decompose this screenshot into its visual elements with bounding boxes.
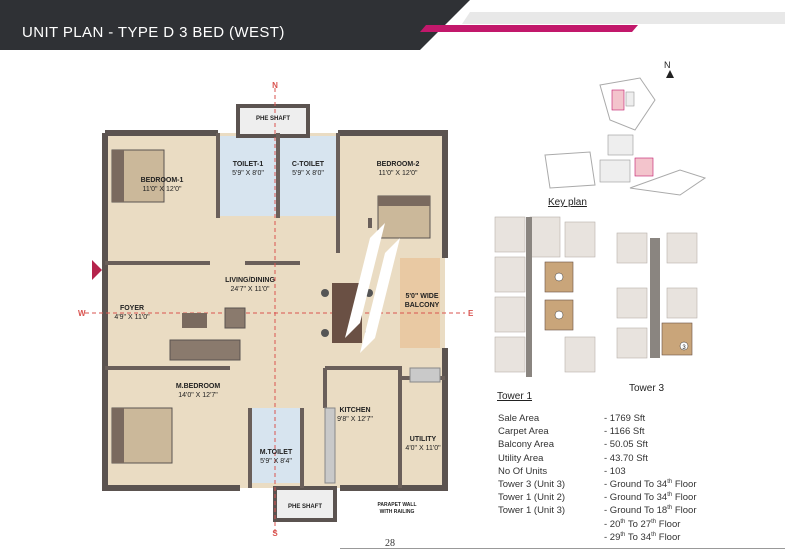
header-accent-magenta bbox=[420, 25, 638, 32]
spec-value: - Ground To 34th Floor bbox=[604, 491, 697, 504]
room-labels: N S W E PHE SHAFT TOILET-1 5'9" X 8'0" C… bbox=[78, 81, 474, 538]
parapet-label-2: WITH RAILING bbox=[380, 509, 415, 515]
living-name: LIVING/DINING bbox=[225, 277, 275, 284]
foyer-name: FOYER bbox=[120, 305, 144, 312]
kitchen-size: 9'8" X 12'7" bbox=[337, 416, 373, 423]
header-band bbox=[0, 0, 470, 50]
spec-value: - Ground To 18th Floor bbox=[604, 505, 697, 517]
tower-1-diagram bbox=[490, 212, 615, 382]
spec-value: - Ground To 34th Floor bbox=[604, 478, 697, 490]
m-toilet-area bbox=[250, 408, 302, 483]
m-toilet-size: 5'9" X 8'4" bbox=[260, 458, 292, 465]
kitchen-counter bbox=[324, 407, 336, 484]
spec-value: - 1769 Sft bbox=[604, 413, 646, 424]
toilet-1-name: TOILET-1 bbox=[233, 161, 264, 168]
north-arrow-icon bbox=[666, 70, 674, 78]
key-plan-drawing bbox=[544, 70, 707, 196]
floor-plan-drawing: N S W E PHE SHAFT TOILET-1 5'9" X 8'0" C… bbox=[78, 81, 474, 538]
balcony-area bbox=[400, 258, 440, 348]
phe-shaft-bottom bbox=[273, 486, 337, 522]
balcony-name: 5'0" WIDE bbox=[406, 293, 439, 300]
bed-icon bbox=[111, 407, 173, 464]
east-label: E bbox=[468, 309, 474, 318]
footer-divider bbox=[340, 548, 785, 549]
utility-name: UTILITY bbox=[410, 436, 437, 443]
tower-3-drawing: 3 bbox=[616, 232, 698, 359]
tower-3-diagram: 3 bbox=[612, 228, 722, 378]
m-toilet-name: M.TOILET bbox=[260, 449, 293, 456]
key-plan-north-label: N bbox=[664, 60, 671, 70]
west-label: W bbox=[78, 309, 86, 318]
phe-shaft-top-label: PHE SHAFT bbox=[256, 116, 290, 122]
toilet-1-area bbox=[218, 136, 278, 216]
bedroom-2-size: 11'0" X 12'0" bbox=[378, 170, 418, 177]
key-plan-map bbox=[530, 60, 730, 210]
decorative-stripes bbox=[345, 223, 400, 353]
spec-value: - 29th To 34th Floor bbox=[604, 531, 681, 543]
living-size: 24'7" X 11'0" bbox=[230, 286, 270, 293]
page-number: 28 bbox=[385, 538, 395, 549]
foyer-size: 4'9" X 11'0" bbox=[114, 314, 150, 321]
parapet-label-1: PARAPET WALL bbox=[377, 502, 416, 508]
c-toilet-size: 5'9" X 8'0" bbox=[292, 170, 324, 177]
balcony-name-2: BALCONY bbox=[405, 302, 440, 309]
bedroom-1-name: BEDROOM-1 bbox=[141, 177, 184, 184]
header-accent-grey bbox=[462, 12, 785, 24]
c-toilet-name: C-TOILET bbox=[292, 161, 325, 168]
phe-shaft-top bbox=[236, 104, 310, 138]
bed-icon bbox=[111, 149, 165, 203]
spec-value: - 20th To 27th Floor bbox=[604, 518, 681, 530]
spec-label: Tower 1 (Unit 3) bbox=[498, 505, 566, 517]
entrance-arrow-icon bbox=[92, 260, 102, 280]
spec-value: - 43.70 Sft bbox=[604, 452, 648, 464]
phe-shaft-bottom-label: PHE SHAFT bbox=[288, 504, 322, 510]
spec-label: Sale Area bbox=[498, 413, 540, 424]
bedroom-1-size: 11'0" X 12'0" bbox=[142, 186, 182, 193]
spec-label: Utility Area bbox=[498, 452, 544, 464]
north-label: N bbox=[272, 81, 278, 90]
spec-label: Tower 1 (Unit 2) bbox=[498, 492, 566, 504]
spec-label: Tower 3 (Unit 3) bbox=[498, 478, 566, 490]
m-bedroom-size: 14'0" X 12'7" bbox=[178, 392, 218, 399]
toilet-1-size: 5'9" X 8'0" bbox=[232, 170, 264, 177]
tower-3-unit-number: 3 bbox=[682, 345, 686, 351]
spec-label: No Of Units bbox=[498, 465, 548, 477]
south-label: S bbox=[272, 529, 278, 538]
tower-3-label: Tower 3 bbox=[629, 383, 665, 394]
outer-walls bbox=[102, 130, 448, 491]
utility-sink bbox=[409, 367, 441, 383]
m-bedroom-name: M.BEDROOM bbox=[176, 383, 221, 390]
sofa-icon bbox=[169, 307, 246, 361]
page-header: UNIT PLAN - TYPE D 3 BED (WEST) bbox=[0, 0, 785, 50]
c-toilet-area bbox=[280, 136, 338, 216]
utility-size: 4'0" X 11'0" bbox=[405, 445, 441, 452]
tower-1-drawing bbox=[494, 216, 596, 377]
inner-walls bbox=[105, 133, 445, 488]
bed-icon bbox=[377, 195, 431, 239]
spec-label: Carpet Area bbox=[498, 426, 549, 438]
spec-value: - 1166 Sft bbox=[604, 426, 645, 438]
key-plan-label: Key plan bbox=[548, 197, 587, 208]
bedroom-2-name: BEDROOM-2 bbox=[377, 161, 420, 168]
spec-value: - 103 bbox=[604, 465, 626, 477]
spec-label: Balcony Area bbox=[498, 439, 554, 451]
tower-1-label: Tower 1 bbox=[497, 391, 533, 402]
spec-value: - 50.05 Sft bbox=[604, 439, 648, 451]
floor-plan: N S W E PHE SHAFT TOILET-1 5'9" X 8'0" C… bbox=[70, 78, 490, 538]
page-title: UNIT PLAN - TYPE D 3 BED (WEST) bbox=[22, 24, 285, 41]
kitchen-name: KITCHEN bbox=[339, 407, 370, 414]
